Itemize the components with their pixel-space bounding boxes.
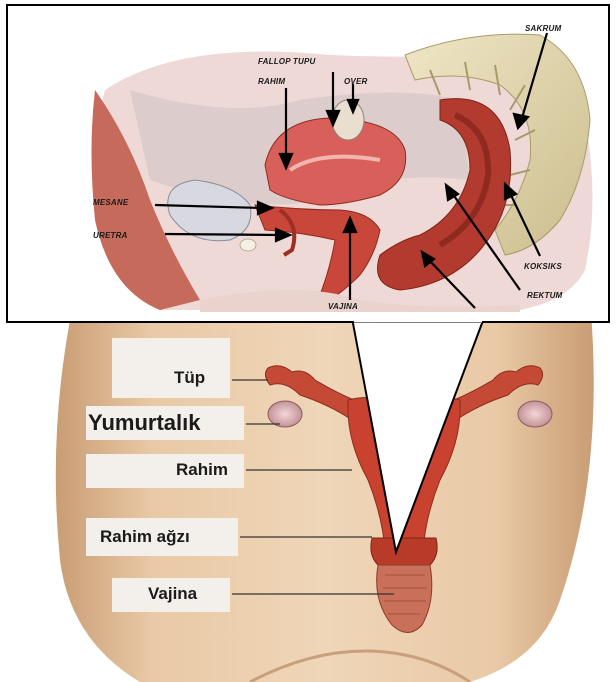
pubic-bone	[240, 239, 256, 251]
label-tup: Tüp	[174, 368, 205, 388]
label-sakrum: SAKRUM	[525, 24, 561, 33]
left-ovary	[268, 401, 302, 427]
label-mesane: MESANE	[93, 198, 128, 207]
label-rahim-agzi: Rahim ağzı	[100, 527, 190, 547]
label-rektum: REKTUM	[527, 291, 562, 300]
label-vajina-front: Vajina	[148, 584, 197, 604]
label-yumurtalik: Yumurtalık	[88, 410, 200, 436]
label-fallop-tupu: FALLOP TUPU	[258, 57, 315, 66]
cervix	[371, 538, 437, 565]
right-ovary	[518, 401, 552, 427]
label-vajina-inset: VAJINA	[328, 302, 358, 311]
label-box-tup	[112, 338, 230, 398]
frontal-body	[0, 300, 616, 682]
label-rahim-inset: RAHIM	[258, 77, 285, 86]
label-over: OVER	[344, 77, 367, 86]
label-koksiks: KOKSIKS	[524, 262, 562, 271]
sagittal-inset	[7, 5, 609, 322]
inset-ovary	[332, 100, 364, 140]
label-rahim-front: Rahim	[176, 460, 228, 480]
label-uretra: URETRA	[93, 231, 128, 240]
